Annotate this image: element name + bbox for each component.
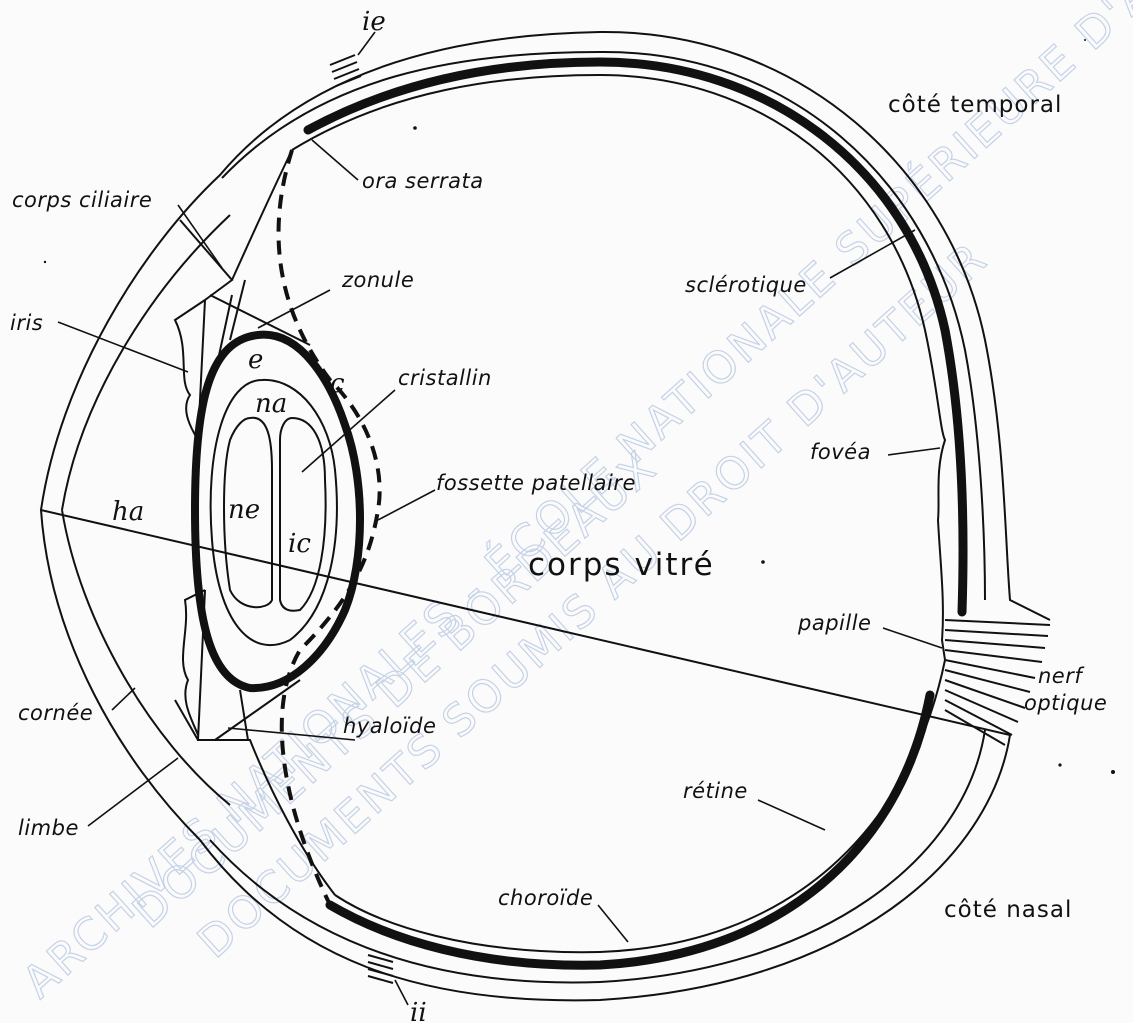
label-ha: ha bbox=[112, 497, 144, 527]
label-papille: papille bbox=[797, 611, 871, 635]
label-c: c bbox=[330, 369, 345, 399]
label-hyaloide: hyaloïde bbox=[343, 714, 436, 738]
label-choroide: choroïde bbox=[498, 886, 593, 910]
label-corps-ciliaire: corps ciliaire bbox=[12, 188, 152, 212]
label-ne: ne bbox=[228, 495, 260, 525]
label-ie: ie bbox=[362, 7, 386, 37]
label-ora-serrata: ora serrata bbox=[362, 169, 484, 193]
label-optique: optique bbox=[1024, 691, 1107, 715]
label-corps-vitre: corps vitré bbox=[528, 547, 715, 583]
label-iris: iris bbox=[10, 311, 43, 335]
label-cote-temporal: côté temporal bbox=[888, 92, 1062, 118]
label-ii: ii bbox=[410, 998, 427, 1023]
label-nerf: nerf bbox=[1038, 664, 1085, 688]
label-retine: rétine bbox=[683, 779, 748, 803]
watermark-line-2: DOCUMENTS DE BORDEAUX bbox=[123, 441, 667, 938]
label-na: na bbox=[255, 389, 287, 419]
optic-nerve-fibers bbox=[945, 620, 1050, 745]
label-zonule: zonule bbox=[341, 268, 414, 292]
label-cote-nasal: côté nasal bbox=[944, 897, 1072, 923]
label-cristallin: cristallin bbox=[398, 366, 492, 390]
label-ic: ic bbox=[288, 529, 311, 559]
label-limbe: limbe bbox=[18, 816, 79, 840]
ii-hatch bbox=[368, 955, 408, 1005]
label-e: e bbox=[248, 345, 263, 375]
lens-nucleus-right bbox=[280, 418, 326, 611]
label-fovea: fovéa bbox=[810, 440, 871, 464]
label-cornee: cornée bbox=[18, 701, 93, 725]
label-sclerotique: sclérotique bbox=[685, 273, 807, 297]
label-fossette-patellaire: fossette patellaire bbox=[436, 471, 636, 495]
